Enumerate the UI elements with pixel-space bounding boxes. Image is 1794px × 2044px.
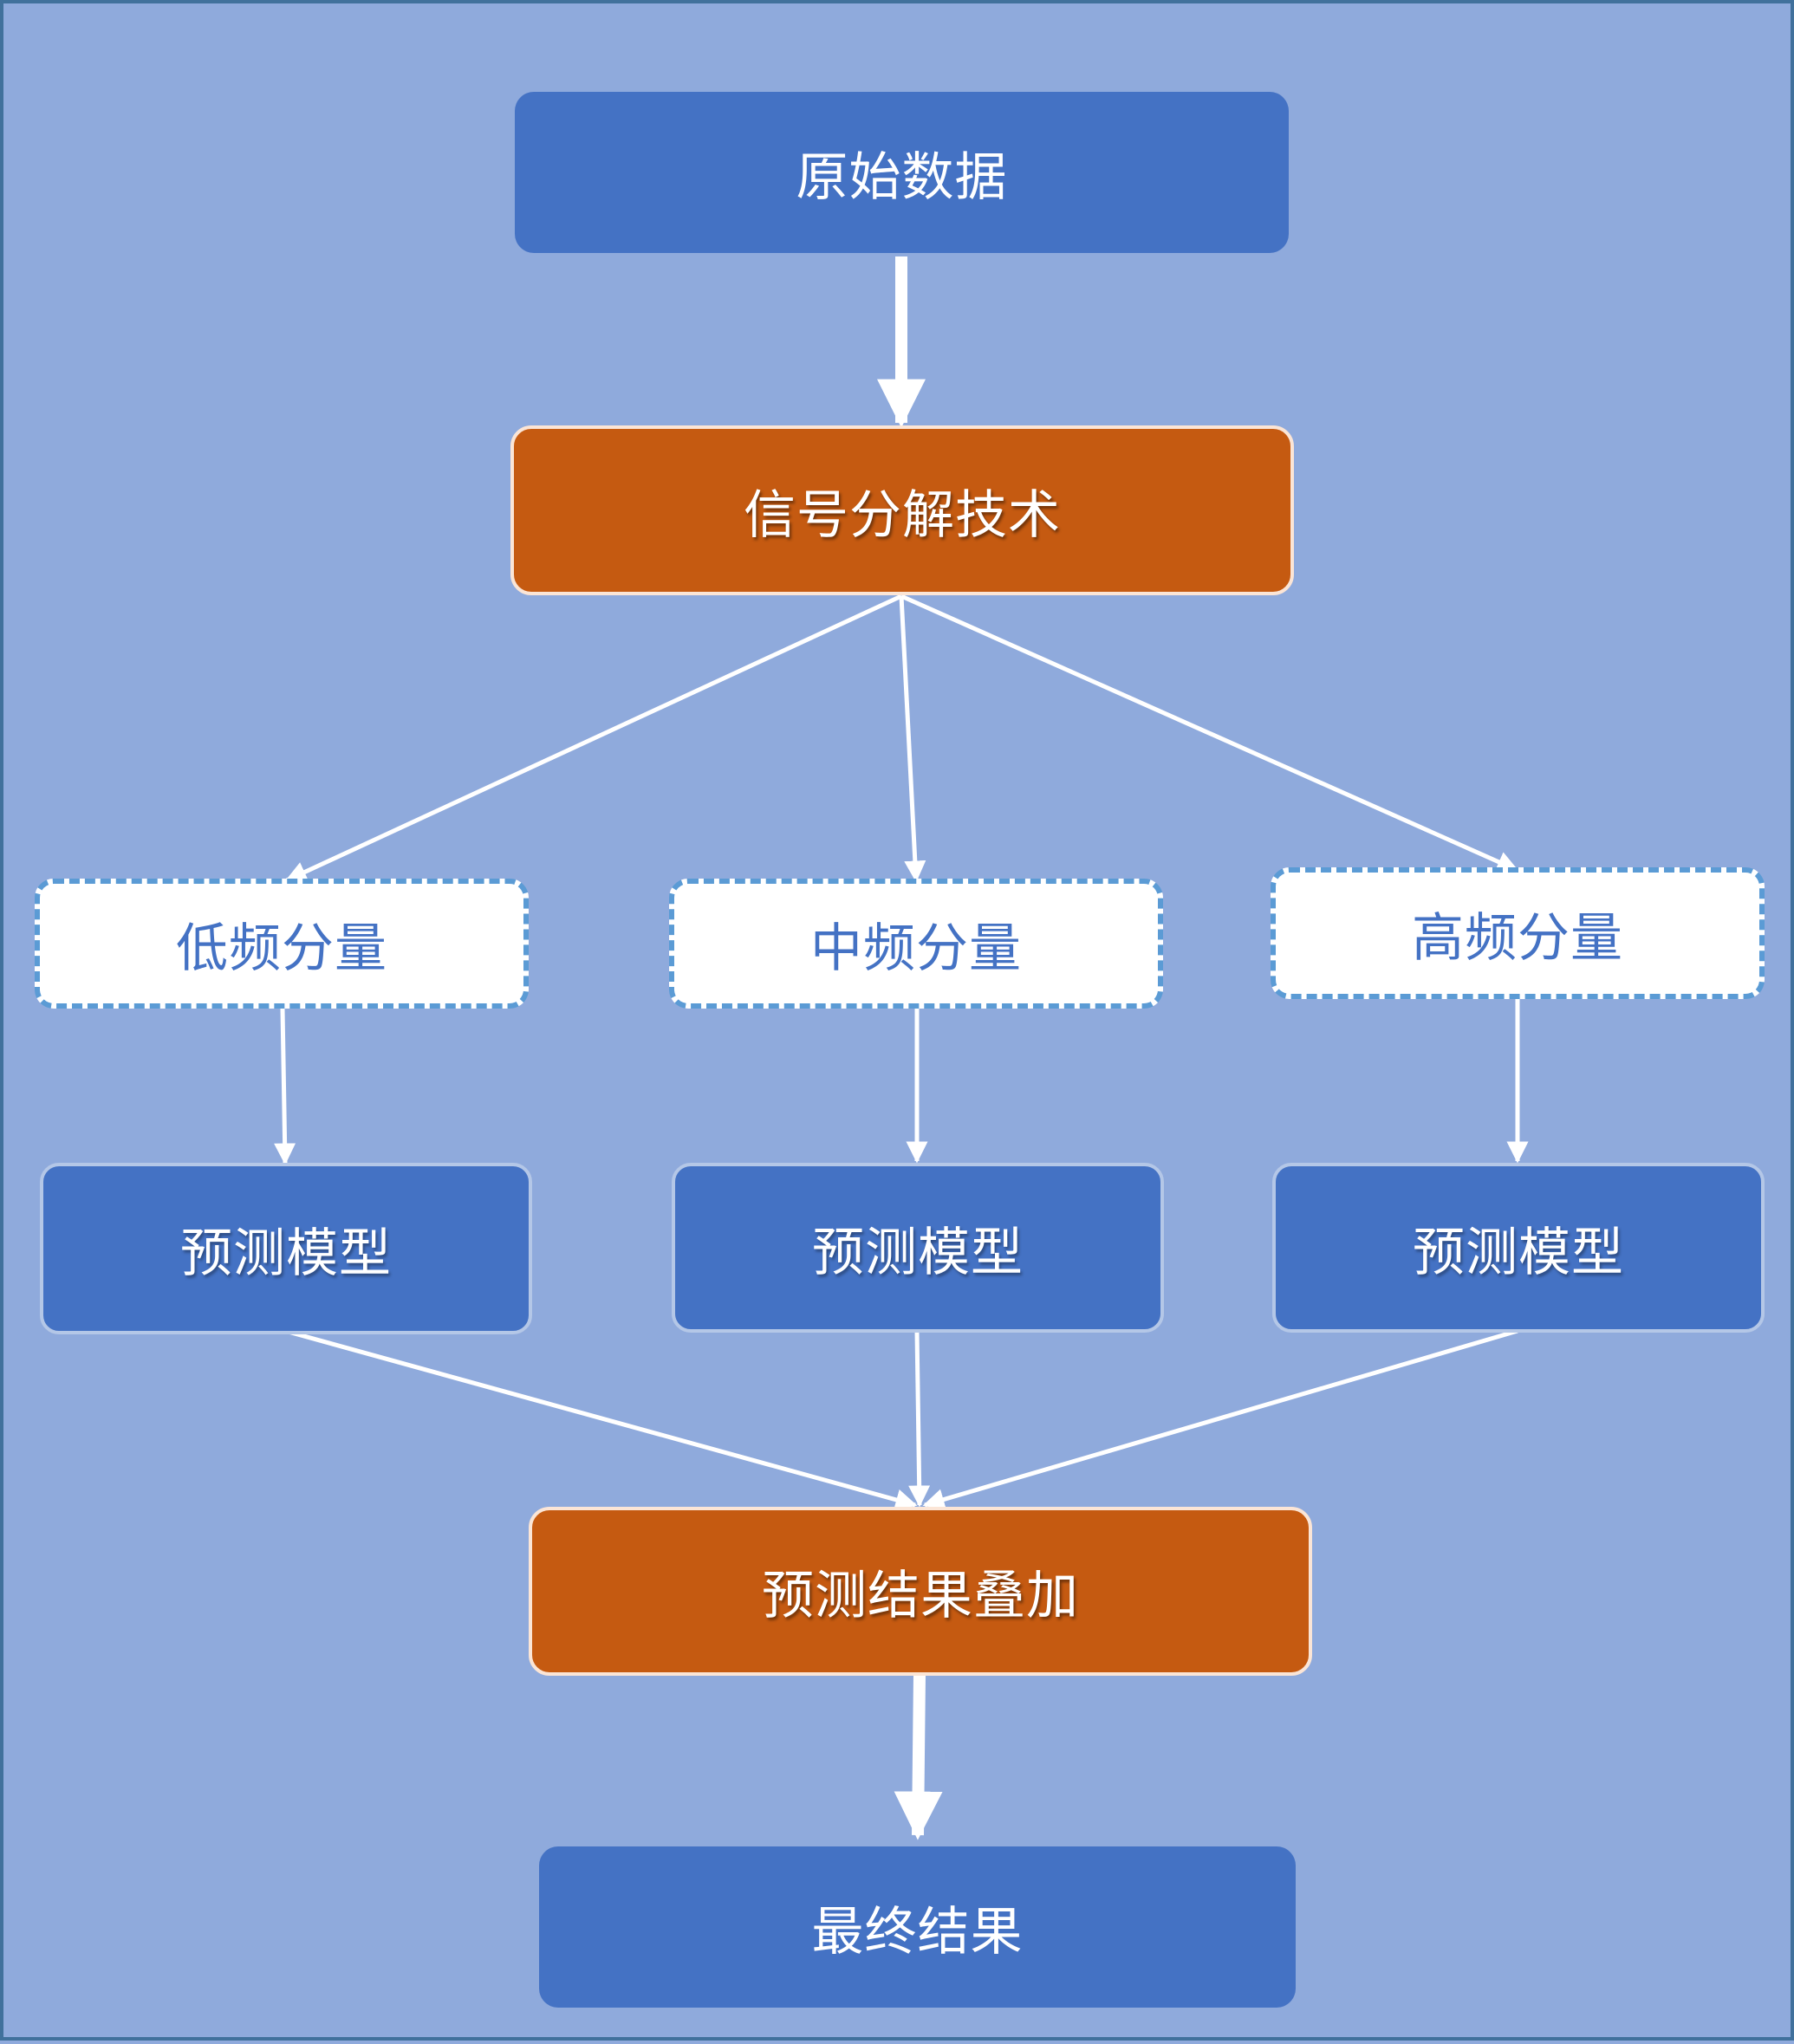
aggregation-label: 预测结果叠加 xyxy=(762,1566,1079,1626)
arrow-decomposition-to-low xyxy=(284,594,903,883)
low-frequency-component-node: 低频分量 xyxy=(35,879,529,1009)
arrow-decomposition-to-mid xyxy=(899,595,926,883)
high-frequency-model-label: 预测模型 xyxy=(1413,1222,1624,1283)
high-frequency-component-node: 高频分量 xyxy=(1271,867,1765,999)
mid-frequency-model-label: 预测模型 xyxy=(812,1222,1024,1283)
mid-frequency-component-node: 中频分量 xyxy=(669,879,1163,1009)
aggregation-node: 预测结果叠加 xyxy=(529,1507,1312,1676)
arrow-high-model-to-aggregation xyxy=(922,1328,1518,1510)
low-frequency-label: 低频分量 xyxy=(176,918,387,979)
arrow-decomposition-to-high xyxy=(900,594,1519,873)
result-label: 最终结果 xyxy=(811,1901,1024,1963)
high-frequency-model-node: 预测模型 xyxy=(1272,1163,1765,1333)
low-frequency-model-node: 预测模型 xyxy=(40,1163,532,1334)
arrow-low-to-model xyxy=(274,1008,296,1165)
arrow-mid-model-to-aggregation xyxy=(908,1330,931,1508)
decomposition-node: 信号分解技术 xyxy=(510,425,1294,595)
mid-frequency-label: 中频分量 xyxy=(810,918,1022,979)
source-node: 原始数据 xyxy=(515,92,1289,253)
connector-layer xyxy=(274,256,1529,1840)
result-node: 最终结果 xyxy=(539,1846,1296,2008)
arrow-aggregation-to-result xyxy=(894,1673,943,1840)
low-frequency-model-label: 预测模型 xyxy=(180,1223,392,1284)
source-label: 原始数据 xyxy=(796,146,1008,208)
arrow-low-model-to-aggregation xyxy=(284,1328,918,1511)
high-frequency-label: 高频分量 xyxy=(1412,907,1623,969)
decomposition-label: 信号分解技术 xyxy=(744,484,1061,546)
mid-frequency-model-node: 预测模型 xyxy=(672,1163,1164,1333)
